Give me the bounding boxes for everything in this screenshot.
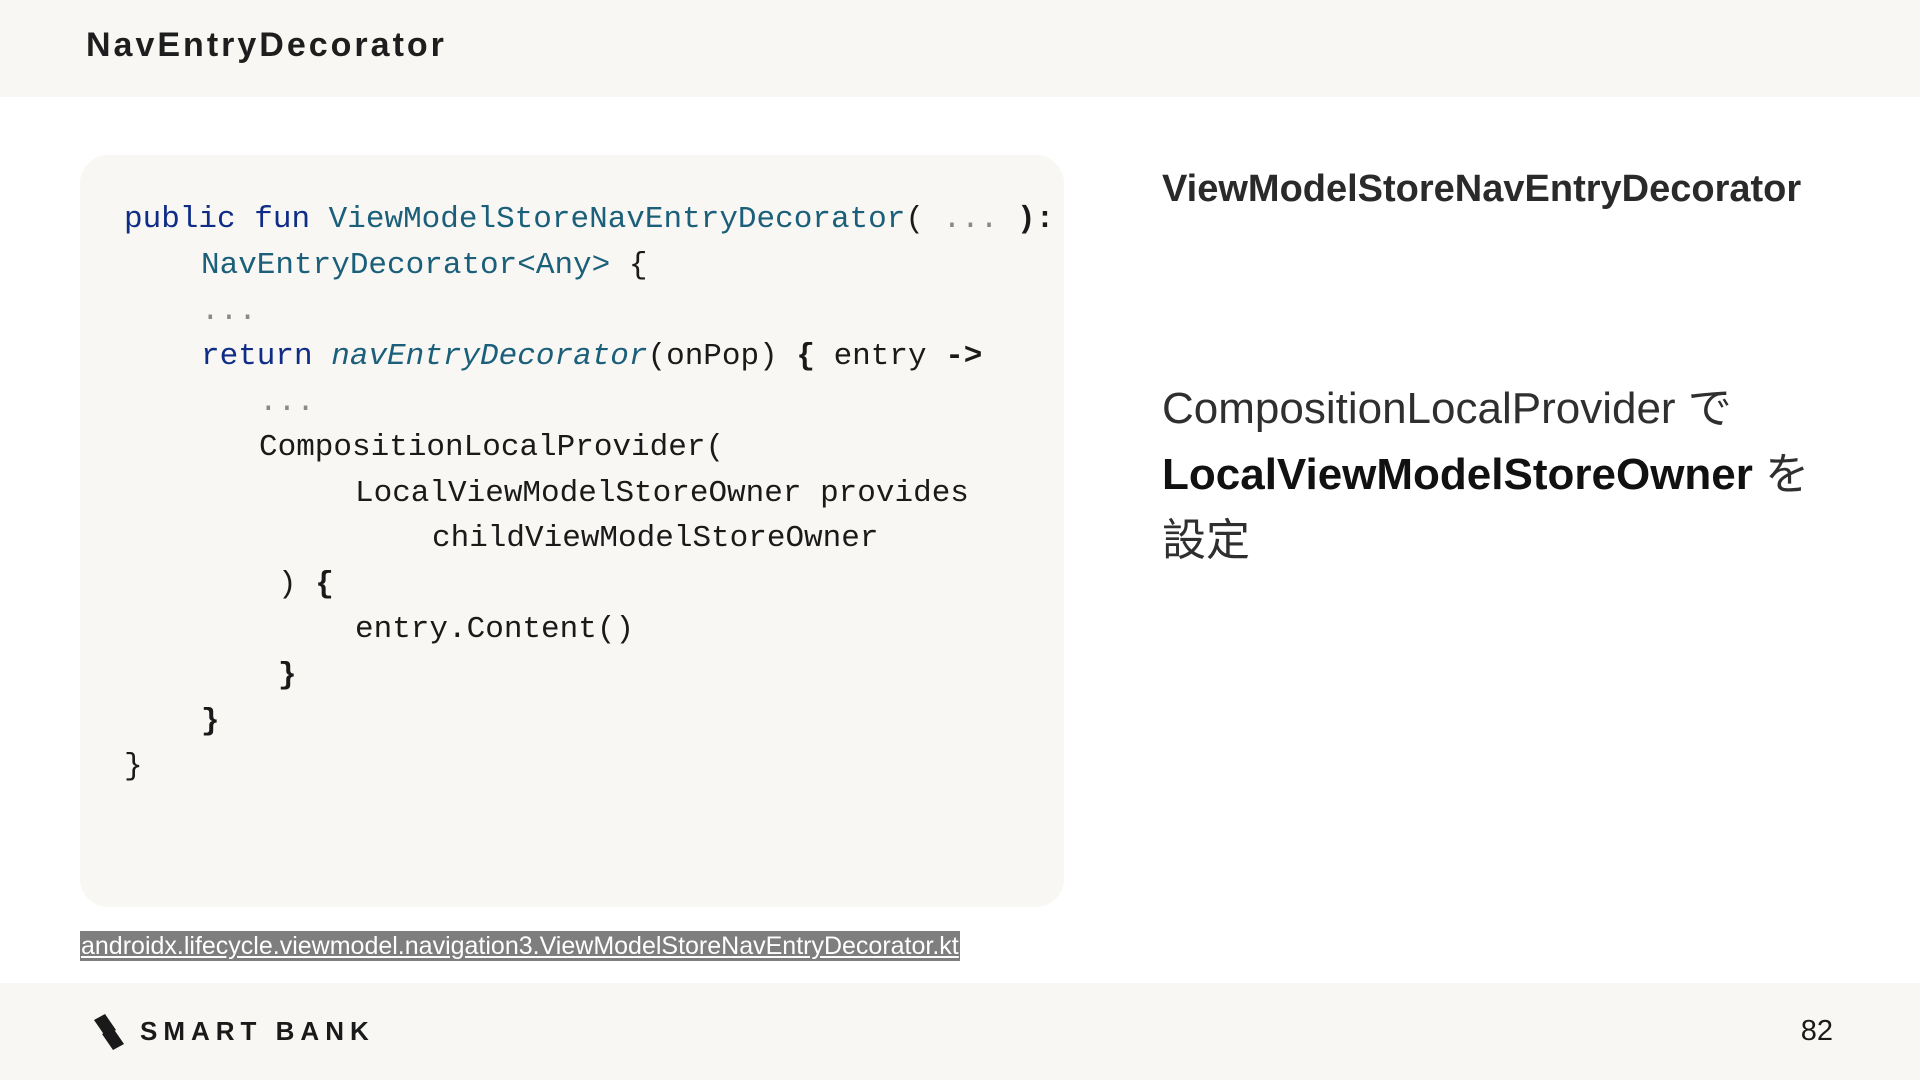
code-line-11: }: [278, 658, 297, 693]
description-line-3: 設定: [1162, 516, 1250, 565]
slide-header: [0, 0, 1920, 97]
code-line-6: CompositionLocalProvider(: [259, 430, 725, 465]
code-line-1: public fun ViewModelStoreNavEntryDecorat…: [124, 200, 1054, 240]
description-line-2: LocalViewModelStoreOwner を: [1162, 442, 1862, 508]
description-particle: を: [1752, 450, 1810, 499]
code-line-2: NavEntryDecorator<Any> {: [201, 246, 648, 286]
code-line-12: }: [201, 704, 220, 739]
code-param: entry: [833, 339, 927, 374]
code-ellipsis: ...: [942, 202, 999, 237]
code-punct: {: [628, 248, 648, 283]
code-line-8: childViewModelStoreOwner: [432, 521, 879, 556]
source-file-link[interactable]: androidx.lifecycle.viewmodel.navigation3…: [80, 931, 960, 961]
code-args: (onPop): [647, 339, 778, 374]
code-function-call: navEntryDecorator: [331, 339, 648, 374]
description-emphasis: LocalViewModelStoreOwner: [1162, 450, 1753, 499]
description-line-1: CompositionLocalProvider で: [1162, 384, 1732, 433]
code-line-13: }: [124, 749, 143, 784]
code-line-5: ...: [259, 385, 315, 420]
code-line-10: entry.Content(): [355, 612, 635, 647]
code-block: public fun ViewModelStoreNavEntryDecorat…: [80, 155, 1064, 907]
smartbank-logo-icon: [94, 1014, 124, 1050]
code-punct: ): [278, 567, 297, 602]
code-punct: {: [315, 567, 334, 602]
code-type: NavEntryDecorator<Any>: [201, 248, 611, 283]
slide-title: NavEntryDecorator: [86, 26, 447, 64]
code-line-3: ...: [201, 294, 257, 329]
page-number: 82: [1800, 1015, 1833, 1047]
code-punct: {: [796, 339, 815, 374]
code-function-name: ViewModelStoreNavEntryDecorator: [328, 202, 906, 237]
code-arrow: ->: [945, 339, 983, 374]
brand-name: SMART BANK: [140, 1016, 375, 1046]
code-punct: ):: [1017, 202, 1055, 237]
code-line-4: return navEntryDecorator(onPop) { entry …: [201, 337, 982, 377]
code-keyword: fun: [254, 202, 311, 237]
code-keyword: return: [201, 339, 313, 374]
code-keyword: public: [124, 202, 236, 237]
description-text: CompositionLocalProvider で LocalViewMode…: [1162, 376, 1862, 574]
slide-footer: [0, 983, 1920, 1080]
code-line-7: LocalViewModelStoreOwner provides: [355, 476, 969, 511]
section-heading: ViewModelStoreNavEntryDecorator: [1162, 168, 1802, 210]
code-line-9: ) {: [278, 565, 334, 605]
code-punct: (: [905, 202, 924, 237]
